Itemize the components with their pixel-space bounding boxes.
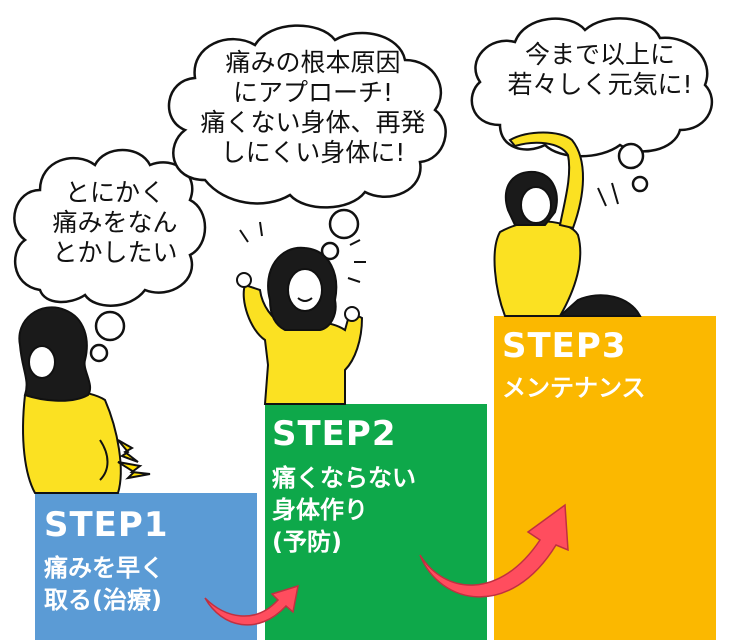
bubble-1-line: とにかく bbox=[64, 178, 165, 207]
pain-icon bbox=[117, 439, 151, 480]
step1-desc: 痛みを早く 取る(治療) bbox=[44, 552, 164, 616]
bubble-3-text: 今まで以上に 若々しく元気に! bbox=[495, 40, 705, 100]
thought-bubble-2 bbox=[167, 24, 447, 261]
step3-desc-line: メンテナンス bbox=[502, 374, 646, 402]
bubble-3-line: 若々しく元気に! bbox=[507, 70, 693, 99]
step2-desc-line: (予防) bbox=[272, 528, 342, 556]
step2-desc-line: 痛くならない bbox=[272, 464, 416, 492]
step1-desc-line: 取る(治療) bbox=[44, 586, 162, 614]
bubble-1-line: とかしたい bbox=[52, 238, 178, 267]
bubble-2-line: にアプローチ! bbox=[232, 78, 394, 107]
step1-title: STEP1 bbox=[44, 505, 169, 545]
step3-desc: メンテナンス bbox=[502, 372, 646, 404]
step2-block bbox=[265, 404, 487, 640]
thought-bubble-3 bbox=[470, 17, 714, 193]
woman-cheering bbox=[236, 221, 366, 405]
bubble-2-line: 痛みの根本原因 bbox=[225, 48, 401, 77]
arrow-step1-to-step2 bbox=[204, 584, 299, 626]
step1-desc-line: 痛みを早く bbox=[44, 554, 164, 582]
step3-block bbox=[494, 316, 716, 640]
bubble-3-line: 今まで以上に bbox=[524, 40, 675, 69]
step2-desc-line: 身体作り bbox=[272, 496, 368, 524]
arrow-step2-to-step3 bbox=[419, 503, 569, 598]
woman-back-pain bbox=[18, 306, 122, 494]
step3-title: STEP3 bbox=[502, 326, 627, 366]
step2-title: STEP2 bbox=[272, 414, 397, 454]
bubble-2-line: しにくい身体に! bbox=[220, 138, 406, 167]
step2-desc: 痛くならない 身体作り (予防) bbox=[272, 462, 416, 558]
bubble-2-line: 痛くない身体、再発 bbox=[200, 108, 426, 137]
bubble-1-text: とにかく 痛みをなん とかしたい bbox=[40, 178, 190, 268]
woman-stretching bbox=[493, 131, 642, 317]
bubble-2-text: 痛みの根本原因 にアプローチ! 痛くない身体、再発 しにくい身体に! bbox=[183, 48, 443, 168]
bubble-1-line: 痛みをなん bbox=[52, 208, 178, 237]
